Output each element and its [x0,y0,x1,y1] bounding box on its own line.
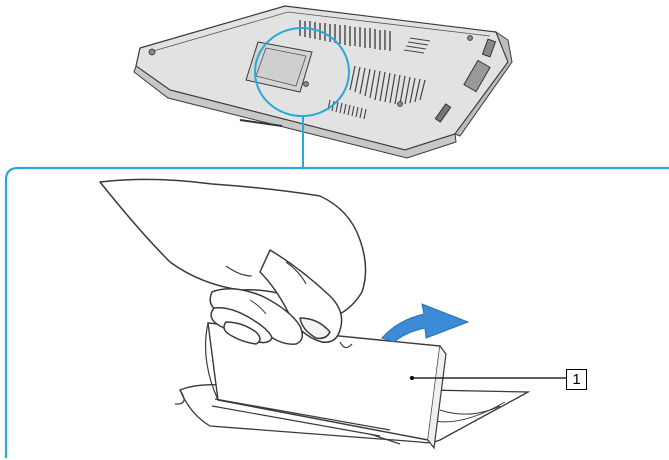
hand [100,179,366,344]
callout-number-1: 1 [566,369,587,390]
lift-direction-arrow [382,304,468,342]
memory-compartment-cover [175,323,528,448]
laptop-underside [134,6,512,158]
